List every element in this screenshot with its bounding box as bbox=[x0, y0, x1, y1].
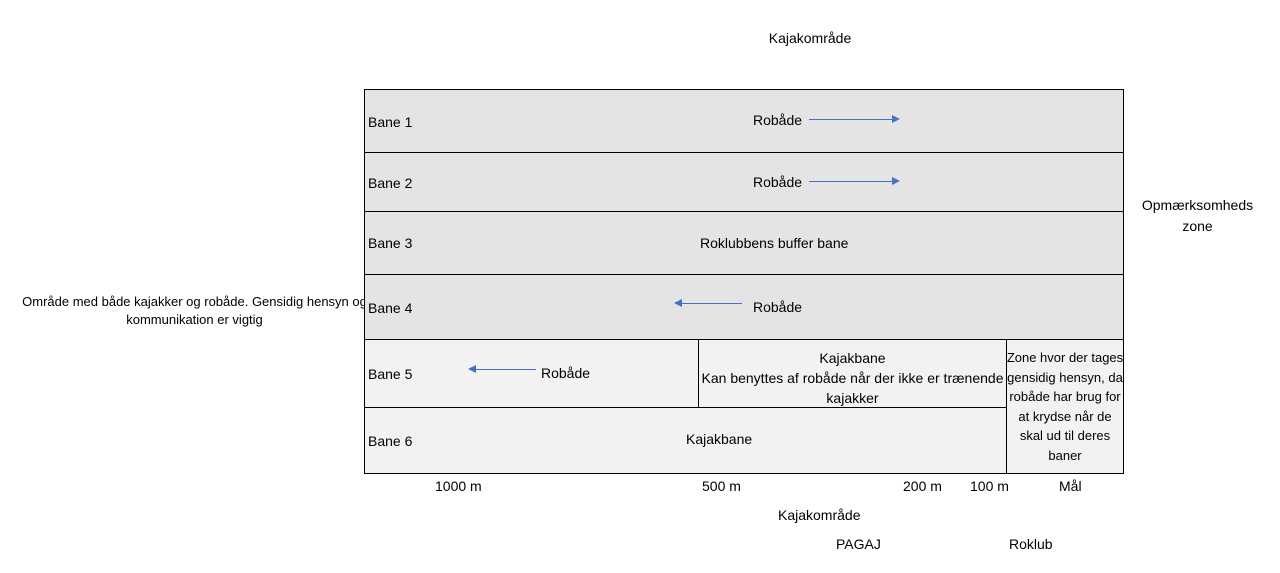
lane-5-boat-label: Robåde bbox=[541, 365, 591, 381]
lane-5-kayak-note: Kan benyttes af robåde når der ikke er t… bbox=[701, 370, 1004, 406]
pagaj-label: PAGAJ bbox=[836, 536, 881, 552]
lane-divider-3-4 bbox=[364, 274, 1124, 275]
lane-6-label: Bane 6 bbox=[368, 433, 413, 449]
shared-area-note: Område med både kajakker og robåde. Gens… bbox=[22, 294, 367, 327]
lane-1-boat-label: Robåde bbox=[753, 112, 803, 128]
diagram-border-right bbox=[1123, 89, 1124, 474]
lane-3-buffer-label: Roklubbens buffer bane bbox=[700, 235, 849, 251]
diagram-border-bottom bbox=[364, 473, 1124, 474]
lane-6: Bane 6 Kajakbane bbox=[364, 408, 1124, 474]
lane-4-direction-arrow bbox=[680, 303, 742, 304]
lane-4-label: Bane 4 bbox=[368, 300, 413, 316]
lane-2-direction-arrow bbox=[809, 181, 894, 182]
lane-1-label: Bane 1 bbox=[368, 114, 413, 130]
lane-2: Bane 2 Robåde bbox=[364, 153, 1124, 212]
crossing-zone-note: Zone hvor der tages gensidig hensyn, da … bbox=[1006, 350, 1124, 463]
distance-label-200: 200 m bbox=[903, 478, 942, 494]
lane-5: Bane 5 Robåde Kajakbane Kan benyttes af … bbox=[364, 340, 1124, 408]
lane-2-label: Bane 2 bbox=[368, 175, 413, 191]
lane-6-kayak-label: Kajakbane bbox=[686, 431, 753, 447]
distance-label-1000: 1000 m bbox=[435, 478, 482, 494]
lane-divider-4-5 bbox=[364, 339, 1124, 340]
lane-4: Bane 4 Robåde bbox=[364, 275, 1124, 340]
lane-1-arrow-head-icon bbox=[892, 115, 900, 123]
diagram-border-top bbox=[364, 89, 1124, 90]
lane-5-arrow-head-icon bbox=[468, 365, 476, 373]
awareness-zone-label: Opmærksomheds zone bbox=[1141, 197, 1254, 234]
lane-1: Bane 1 Robåde bbox=[364, 89, 1124, 153]
lane-divider-2-3 bbox=[364, 211, 1124, 212]
roklub-label: Roklub bbox=[1009, 536, 1053, 552]
lane-3-label: Bane 3 bbox=[368, 235, 413, 251]
diagram-border-left bbox=[364, 89, 365, 474]
lane-5-section-divider bbox=[698, 340, 699, 408]
lane-3: Bane 3 Roklubbens buffer bane bbox=[364, 212, 1124, 275]
lane-5-kayak-title: Kajakbane bbox=[819, 350, 886, 366]
lane-2-arrow-head-icon bbox=[892, 177, 900, 185]
lane-diagram: Bane 1 Robåde Bane 2 Robåde Bane 3 Roklu… bbox=[364, 89, 1124, 474]
lane-5-label: Bane 5 bbox=[368, 366, 413, 382]
lane-divider-5-6 bbox=[364, 407, 1006, 408]
lane-4-arrow-head-icon bbox=[674, 299, 682, 307]
distance-label-500: 500 m bbox=[702, 478, 741, 494]
bottom-area-label: Kajakområde bbox=[778, 507, 861, 523]
lane-5-kayak-section: Kajakbane Kan benyttes af robåde når der… bbox=[700, 348, 1005, 408]
lane-1-direction-arrow bbox=[809, 119, 894, 120]
lane-2-boat-label: Robåde bbox=[753, 174, 803, 190]
lane-4-boat-label: Robåde bbox=[753, 299, 803, 315]
lane-divider-1-2 bbox=[364, 152, 1124, 153]
top-area-label: Kajakområde bbox=[768, 30, 852, 46]
crossing-zone-divider bbox=[1006, 340, 1007, 474]
distance-label-100: 100 m bbox=[970, 478, 1009, 494]
lane-5-direction-arrow bbox=[474, 369, 536, 370]
distance-label-finish: Mål bbox=[1059, 478, 1082, 494]
